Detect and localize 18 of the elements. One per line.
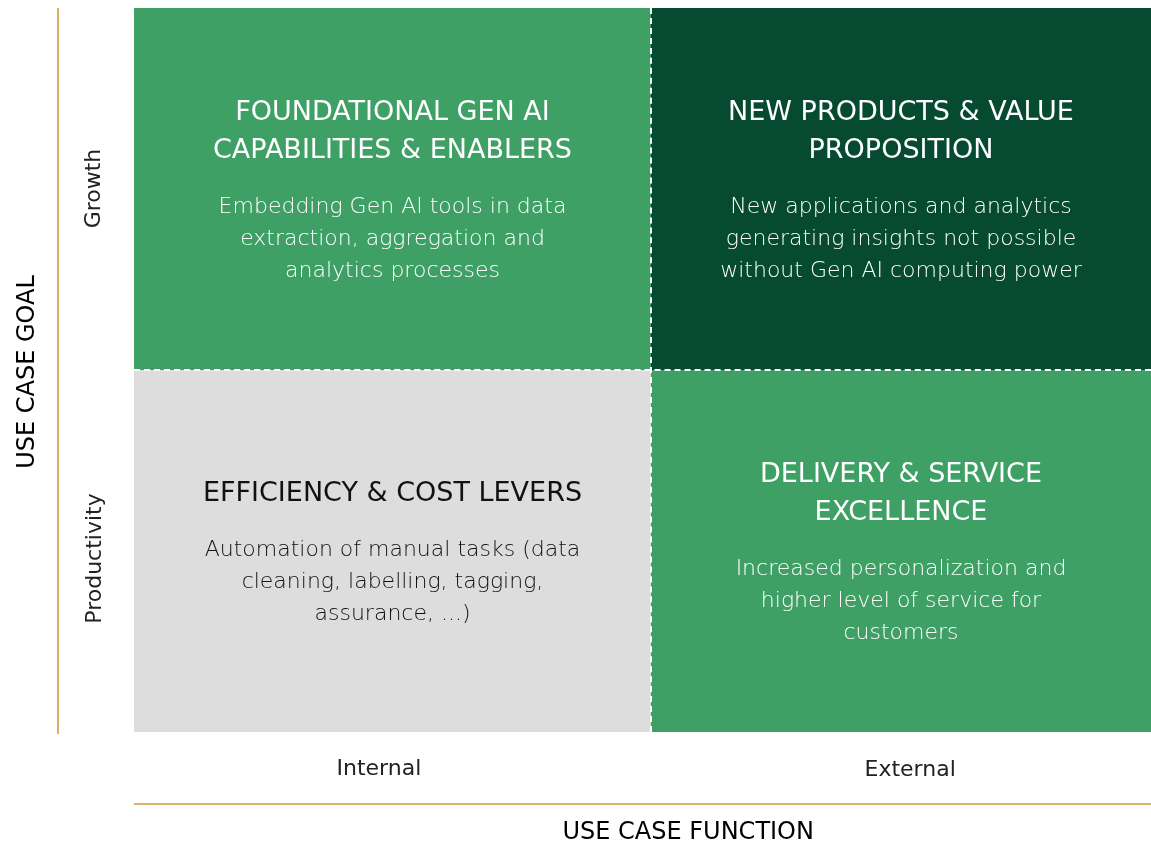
quadrant-description: Automation of manual tasks (data cleaning, labelling, tagging, assurance, ...) (203, 535, 582, 627)
axis-tick-label: Growth (80, 148, 106, 228)
axis-tick-label: Productivity (80, 492, 106, 624)
matrix-quadrant (651, 8, 1151, 370)
axis-title: USE CASE GOAL (11, 275, 40, 469)
quadrant-heading: FOUNDATIONAL GEN AI CAPABILITIES & ENABLERS (212, 94, 573, 166)
quadrant-description: New applications and analytics generating insights not possible without Gen AI computing power (719, 192, 1083, 284)
matrix-quadrant (134, 370, 651, 732)
quadrant-heading: DELIVERY & SERVICE EXCELLENCE (759, 456, 1043, 528)
axis-title: USE CASE FUNCTION (562, 817, 814, 843)
quadrant-heading: NEW PRODUCTS & VALUE PROPOSITION (727, 94, 1075, 166)
quadrant-description: Increased personalization and higher level of service for customers (734, 554, 1068, 646)
quadrant-description: Embedding Gen AI tools in data extraction, aggregation and analytics processes (217, 192, 568, 284)
axis-tick-label: External (864, 755, 956, 781)
matrix-quadrant (134, 8, 651, 370)
axis-tick-label: Internal (336, 754, 422, 780)
quadrant-heading: EFFICIENCY & COST LEVERS (202, 475, 583, 509)
matrix-quadrant (651, 370, 1151, 732)
